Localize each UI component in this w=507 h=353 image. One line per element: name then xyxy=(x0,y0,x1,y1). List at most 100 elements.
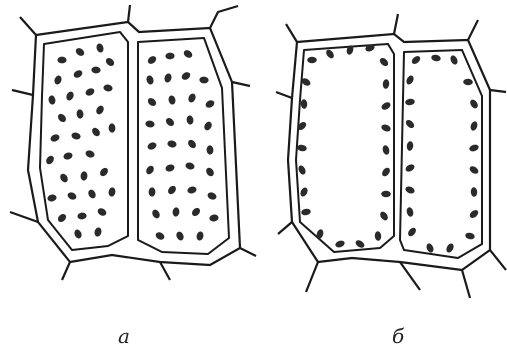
chloroplast xyxy=(76,109,84,119)
panel-a-chloroplasts xyxy=(45,43,220,242)
chloroplast xyxy=(406,226,417,237)
chloroplast xyxy=(297,144,308,152)
chloroplast xyxy=(299,186,309,197)
chloroplast xyxy=(325,48,336,60)
panel-a-inner-walls xyxy=(40,32,229,254)
chloroplast xyxy=(203,120,213,131)
chloroplast xyxy=(449,54,459,65)
chloroplast xyxy=(404,118,415,129)
chloroplast xyxy=(80,171,87,181)
chloroplast xyxy=(72,69,83,80)
chloroplast xyxy=(151,208,161,219)
chloroplast xyxy=(405,98,415,106)
chloroplast xyxy=(187,92,197,103)
chloroplast xyxy=(186,138,197,149)
chloroplast xyxy=(66,191,77,201)
chloroplast xyxy=(406,141,414,151)
chloroplast xyxy=(56,112,67,123)
chloroplast xyxy=(165,52,174,59)
chloroplast xyxy=(90,126,101,137)
chloroplast xyxy=(468,143,479,152)
chloroplast xyxy=(103,84,113,92)
chloroplast xyxy=(379,210,390,222)
chloroplast xyxy=(380,101,392,111)
chloroplast xyxy=(175,230,185,241)
chloroplast xyxy=(468,165,480,176)
chloroplast xyxy=(109,123,116,132)
chloroplast xyxy=(108,187,116,197)
chloroplast xyxy=(146,54,157,65)
chloroplast xyxy=(104,56,115,67)
chloroplast xyxy=(146,141,157,151)
chloroplast xyxy=(307,57,317,63)
chloroplast xyxy=(95,104,106,115)
chloroplast xyxy=(469,98,480,110)
chloroplast xyxy=(73,228,83,239)
chloroplast xyxy=(209,214,219,222)
chloroplast xyxy=(468,208,479,219)
chloroplast xyxy=(87,188,97,199)
chloroplast xyxy=(465,232,476,240)
chloroplast xyxy=(206,191,217,201)
chloroplast xyxy=(334,239,345,248)
chloroplast xyxy=(196,231,205,241)
chloroplast xyxy=(463,79,473,86)
chloroplast xyxy=(167,140,177,149)
chloroplast xyxy=(77,212,87,220)
chloroplast xyxy=(199,76,209,83)
chloroplast xyxy=(180,71,191,82)
chloroplast xyxy=(354,239,366,250)
panel-a-caption: а xyxy=(118,326,130,346)
chloroplast xyxy=(182,49,193,60)
chloroplast xyxy=(145,120,155,128)
chloroplast xyxy=(190,206,201,217)
chloroplast xyxy=(445,242,455,253)
chloroplast xyxy=(374,231,381,241)
chloroplast xyxy=(154,231,165,241)
chloroplast xyxy=(84,87,95,97)
chloroplast xyxy=(410,54,421,65)
chloroplast xyxy=(74,47,85,58)
chloroplast xyxy=(300,99,307,109)
chloroplast xyxy=(469,120,478,131)
chloroplast xyxy=(145,164,156,175)
chloroplast xyxy=(205,166,216,177)
chloroplast xyxy=(163,73,172,84)
chloroplast xyxy=(381,191,391,198)
chloroplast xyxy=(53,74,63,85)
panel-a-cell-group xyxy=(10,5,256,280)
chloroplast xyxy=(431,54,442,62)
chloroplast xyxy=(425,242,435,253)
chloroplast xyxy=(168,95,177,105)
chloroplast xyxy=(45,154,56,165)
panel-a-outer-wall xyxy=(10,5,256,280)
chloroplast xyxy=(187,186,198,195)
panel-b-outer-wall xyxy=(276,14,506,298)
chloroplast xyxy=(95,43,104,54)
chloroplast xyxy=(164,116,175,127)
chloroplast xyxy=(404,185,415,195)
panel-b-cell-group xyxy=(276,14,506,298)
chloroplast xyxy=(382,79,389,89)
chloroplast xyxy=(85,149,96,159)
chloroplast xyxy=(186,115,194,125)
chloroplast xyxy=(91,66,101,74)
chloroplast xyxy=(166,184,177,195)
chloroplast xyxy=(96,207,107,217)
chloroplast xyxy=(48,95,56,105)
chloroplast xyxy=(404,163,416,173)
chloroplast xyxy=(94,227,103,238)
chloroplast xyxy=(471,187,478,197)
chloroplast xyxy=(380,123,391,133)
chloroplast xyxy=(146,96,157,107)
chloroplast xyxy=(405,74,415,85)
chloroplast xyxy=(172,207,180,217)
chloroplast xyxy=(381,166,392,178)
chloroplast xyxy=(165,163,176,172)
chloroplast xyxy=(56,212,67,223)
chloroplast xyxy=(378,56,389,67)
panel-b-chloroplasts xyxy=(296,43,479,253)
chloroplast xyxy=(206,145,213,155)
chloroplast xyxy=(301,208,312,216)
